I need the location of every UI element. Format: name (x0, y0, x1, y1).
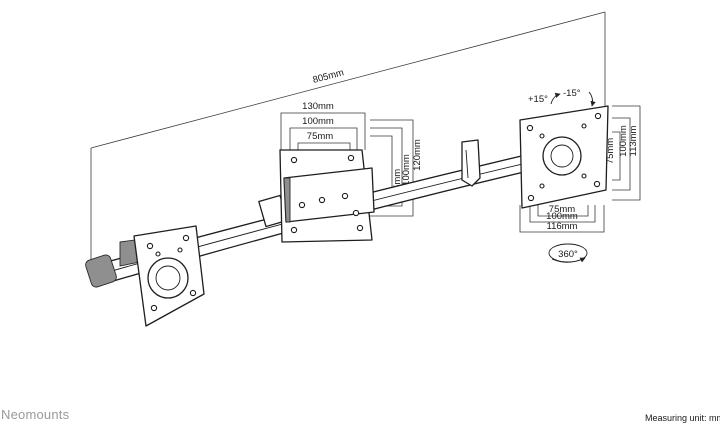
swivel-arrow-icon (551, 257, 586, 263)
tilt-indicator: +15° -15° (528, 88, 596, 107)
tilt-down-arrow-icon (588, 91, 596, 107)
left-monitor-head (119, 225, 205, 327)
right-head-dimension-brackets: 75mm 100mm 113mm 75mm 100mm 116mm (519, 105, 641, 233)
right-width-75-label: 75mm (549, 204, 575, 215)
swivel-label: 360° (558, 249, 578, 260)
swivel-indicator: 360° (548, 243, 588, 263)
right-height-75-label: 75mm (605, 138, 616, 164)
tilt-up-arrow-icon (550, 92, 561, 105)
center-clamp-plate (279, 149, 375, 243)
right-monitor-head (519, 105, 609, 209)
brand-logo: Neomounts (1, 407, 70, 422)
measuring-unit-note: Measuring unit: mm (645, 413, 720, 423)
vesa-75-label: 75mm (307, 131, 333, 142)
clamp-height-75-label: 75mm (392, 169, 403, 195)
clamp-height-120-label: 120mm (412, 139, 423, 171)
end-cap-left (85, 254, 117, 288)
right-height-113-label: 113mm (628, 125, 639, 156)
tilt-up-label: +15° (528, 94, 548, 105)
right-width-100-label: 100mm (546, 211, 578, 222)
tilt-down-label: -15° (563, 88, 581, 99)
plate-dimension-brackets: 130mm 100mm 75mm 75mm 100mm 120mm (280, 101, 423, 217)
right-height-100-label: 100mm (618, 125, 629, 157)
vesa-100-label: 100mm (302, 116, 334, 127)
overall-width-label: 805mm (312, 67, 346, 86)
clamp-height-100-label: 100mm (401, 154, 412, 186)
cable-hook (461, 139, 481, 187)
plate-width-label: 130mm (302, 101, 334, 112)
right-width-116-label: 116mm (547, 221, 578, 232)
